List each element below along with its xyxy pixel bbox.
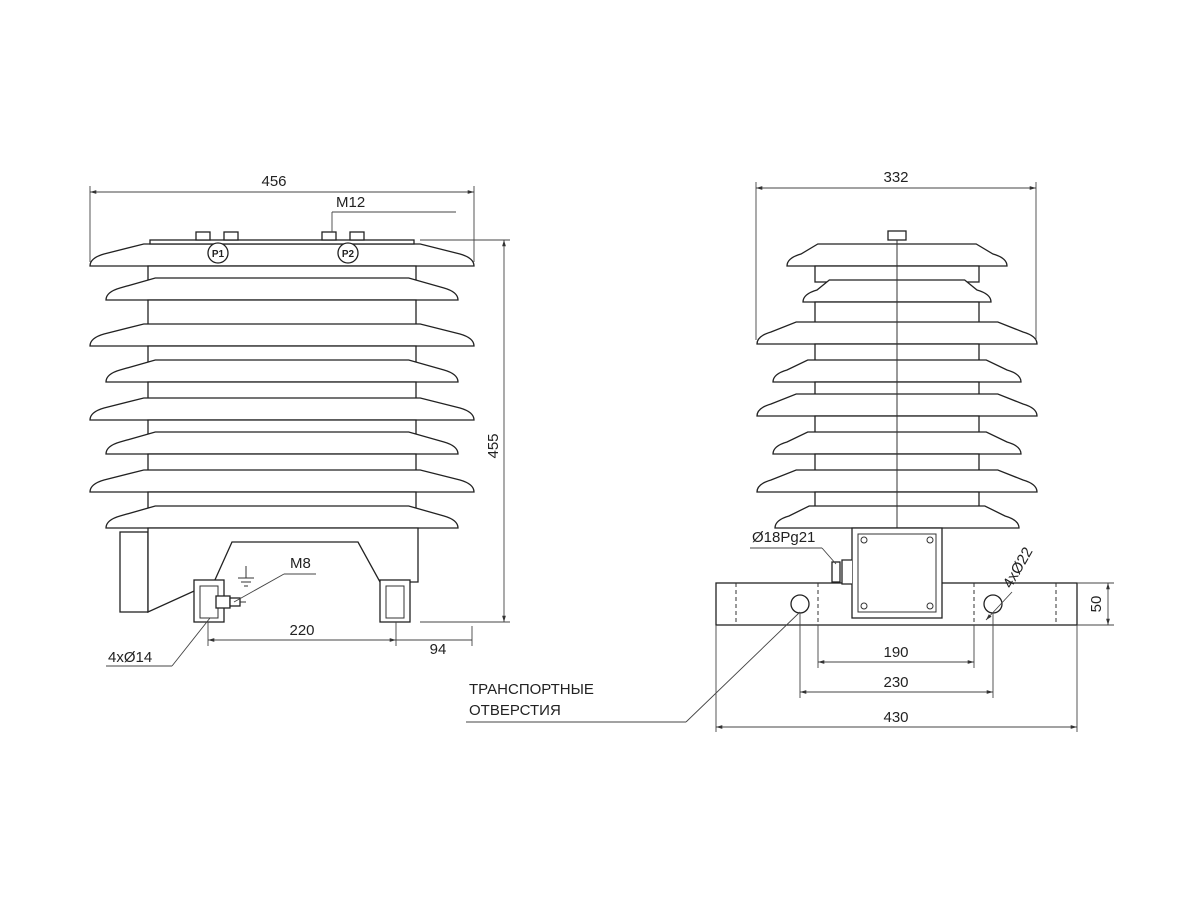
terminal-p2-label: P2 xyxy=(342,249,355,260)
front-shed xyxy=(105,505,459,529)
gland-label: Ø18Pg21 xyxy=(752,529,815,546)
front-shed xyxy=(89,323,475,347)
front-shed xyxy=(105,277,459,301)
front-core-segment xyxy=(147,453,417,473)
side-top-bolt xyxy=(887,230,907,241)
transport-label-line2: ОТВЕРСТИЯ xyxy=(469,702,561,719)
holes-4x14: 4xØ14 xyxy=(108,649,152,666)
front-view: P1 P2 456 xyxy=(89,173,510,667)
dim-230: 230 xyxy=(883,674,908,691)
dim-94: 94 xyxy=(430,641,447,658)
front-shed xyxy=(89,397,475,421)
dim-456: 456 xyxy=(261,173,286,190)
thread-m12: M12 xyxy=(336,194,365,211)
terminal-p2-marker: P2 xyxy=(337,242,359,264)
dim-220: 220 xyxy=(289,622,314,639)
transport-label-line1: ТРАНСПОРТНЫЕ xyxy=(469,681,594,698)
side-view: 332 Ø18Pg21 4xØ22 50 190 230 430 xyxy=(466,169,1114,732)
front-shed xyxy=(89,243,475,267)
front-dimensions: 456 455 M12 M8 220 94 4xØ14 xyxy=(89,173,510,667)
terminal-box xyxy=(831,527,943,619)
dim-332: 332 xyxy=(883,169,908,186)
terminal-p1-marker: P1 xyxy=(207,242,229,264)
terminal-p1-label: P1 xyxy=(212,249,225,260)
front-base-housing xyxy=(119,527,419,623)
front-shed xyxy=(89,469,475,493)
thread-m8: M8 xyxy=(290,555,311,572)
front-sheds xyxy=(89,239,475,529)
front-core-segment xyxy=(147,381,417,401)
dim-430: 430 xyxy=(883,709,908,726)
top-terminals xyxy=(195,231,365,241)
dim-50: 50 xyxy=(1088,596,1105,613)
front-shed xyxy=(105,359,459,383)
dim-455: 455 xyxy=(485,433,502,458)
front-core-segment xyxy=(147,299,417,327)
front-shed xyxy=(105,431,459,455)
dim-190: 190 xyxy=(883,644,908,661)
